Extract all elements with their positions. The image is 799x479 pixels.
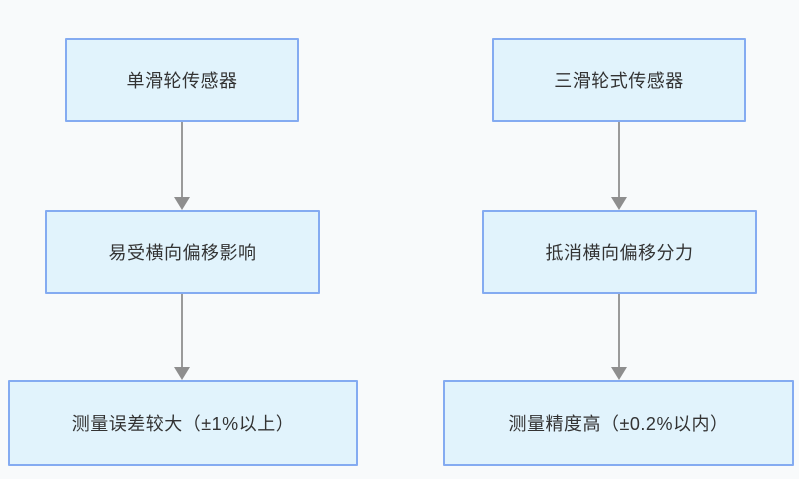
arrow-down-icon (174, 122, 190, 210)
node-label: 三滑轮式传感器 (554, 71, 684, 91)
node-label: 测量误差较大（±1%以上） (71, 414, 295, 434)
arrow-head (174, 367, 190, 380)
node-cancel-lateral-force: 抵消横向偏移分力 (482, 210, 757, 294)
node-lateral-offset-susceptible: 易受横向偏移影响 (45, 210, 320, 294)
arrow-head (611, 367, 627, 380)
node-large-measurement-error: 测量误差较大（±1%以上） (8, 380, 358, 466)
arrow-down-icon (611, 294, 627, 380)
node-single-pulley-sensor: 单滑轮传感器 (65, 38, 299, 122)
node-high-measurement-accuracy: 测量精度高（±0.2%以内） (443, 380, 794, 466)
arrow-line (618, 294, 620, 369)
arrow-head (611, 197, 627, 210)
arrow-line (181, 122, 183, 199)
node-three-pulley-sensor: 三滑轮式传感器 (492, 38, 746, 122)
node-label: 测量精度高（±0.2%以内） (508, 414, 729, 434)
arrow-line (618, 122, 620, 199)
arrow-down-icon (611, 122, 627, 210)
arrow-down-icon (174, 294, 190, 380)
arrow-line (181, 294, 183, 369)
node-label: 易受横向偏移影响 (108, 243, 257, 263)
node-label: 抵消横向偏移分力 (545, 243, 694, 263)
node-label: 单滑轮传感器 (126, 71, 238, 91)
arrow-head (174, 197, 190, 210)
